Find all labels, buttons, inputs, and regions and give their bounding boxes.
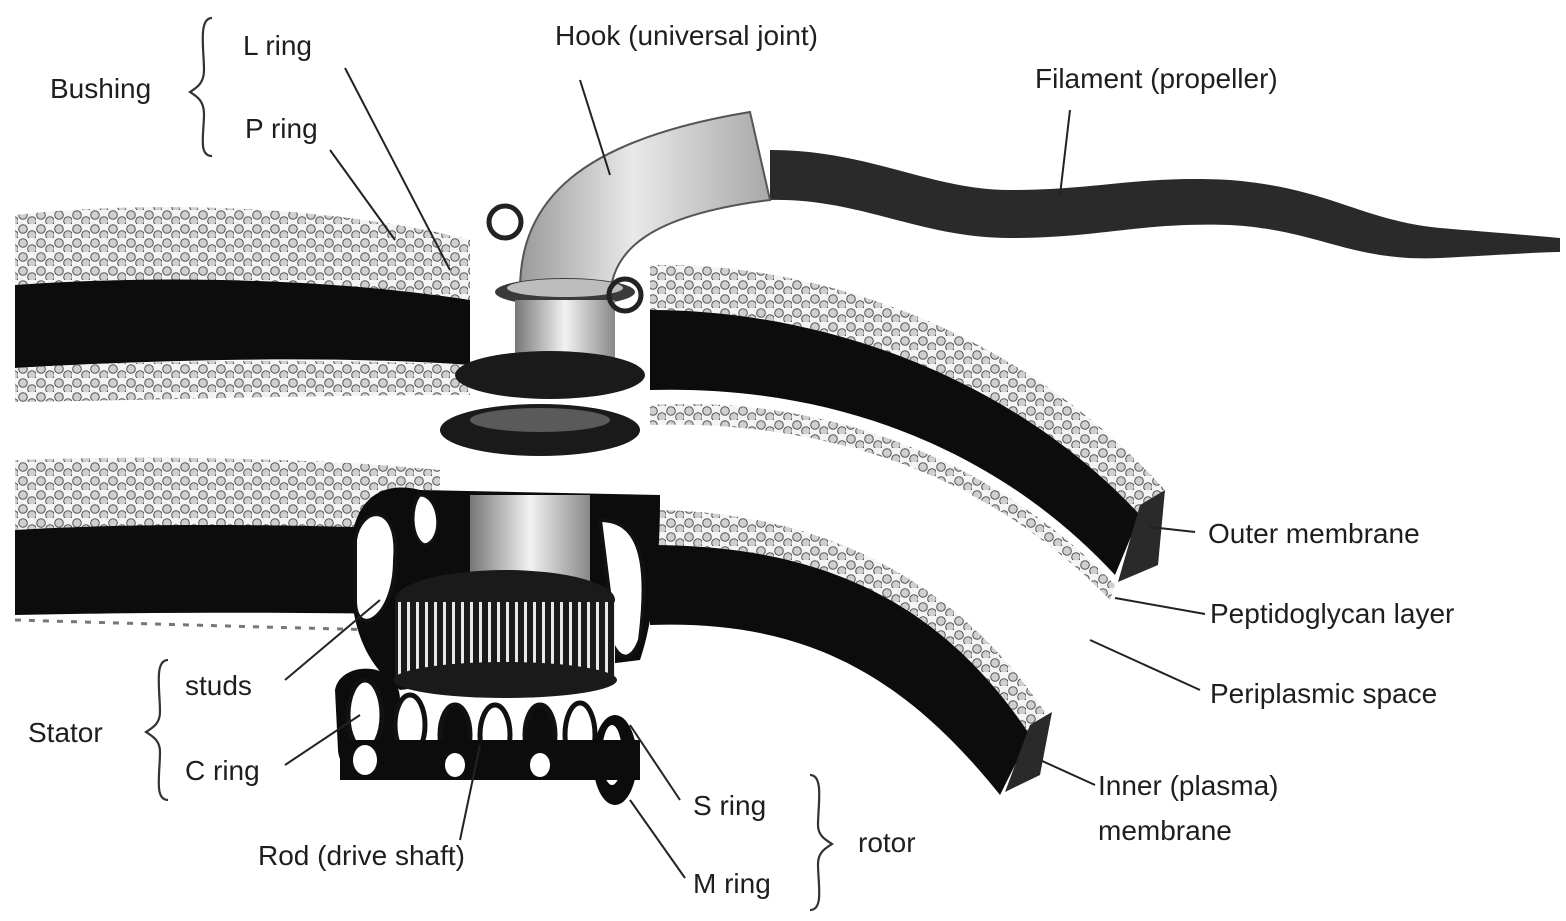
label-p-ring: P ring — [245, 113, 318, 144]
label-periplasmic-space: Periplasmic space — [1210, 678, 1437, 709]
label-inner-membrane-line2: membrane — [1098, 815, 1232, 846]
label-rotor: rotor — [858, 827, 916, 858]
label-outer-membrane: Outer membrane — [1208, 518, 1420, 549]
bushing-brace — [190, 18, 212, 156]
label-peptidoglycan-layer: Peptidoglycan layer — [1210, 598, 1454, 629]
label-c-ring: C ring — [185, 755, 260, 786]
label-studs: studs — [185, 670, 252, 701]
label-bushing: Bushing — [50, 73, 151, 104]
inner-membrane-right — [650, 510, 1052, 795]
label-s-ring: S ring — [693, 790, 766, 821]
label-stator: Stator — [28, 717, 103, 748]
motor-assembly — [335, 488, 660, 805]
label-l-ring: L ring — [243, 30, 312, 61]
rotor-brace — [810, 775, 832, 910]
label-m-ring: M ring — [693, 868, 771, 899]
stator-brace — [146, 660, 168, 800]
outer-membrane-left — [15, 207, 470, 402]
label-rod: Rod (drive shaft) — [258, 840, 465, 871]
filament-shape — [770, 150, 1560, 258]
label-filament: Filament (propeller) — [1035, 63, 1278, 94]
label-hook: Hook (universal joint) — [555, 20, 818, 51]
label-inner-membrane-line1: Inner (plasma) — [1098, 770, 1279, 801]
